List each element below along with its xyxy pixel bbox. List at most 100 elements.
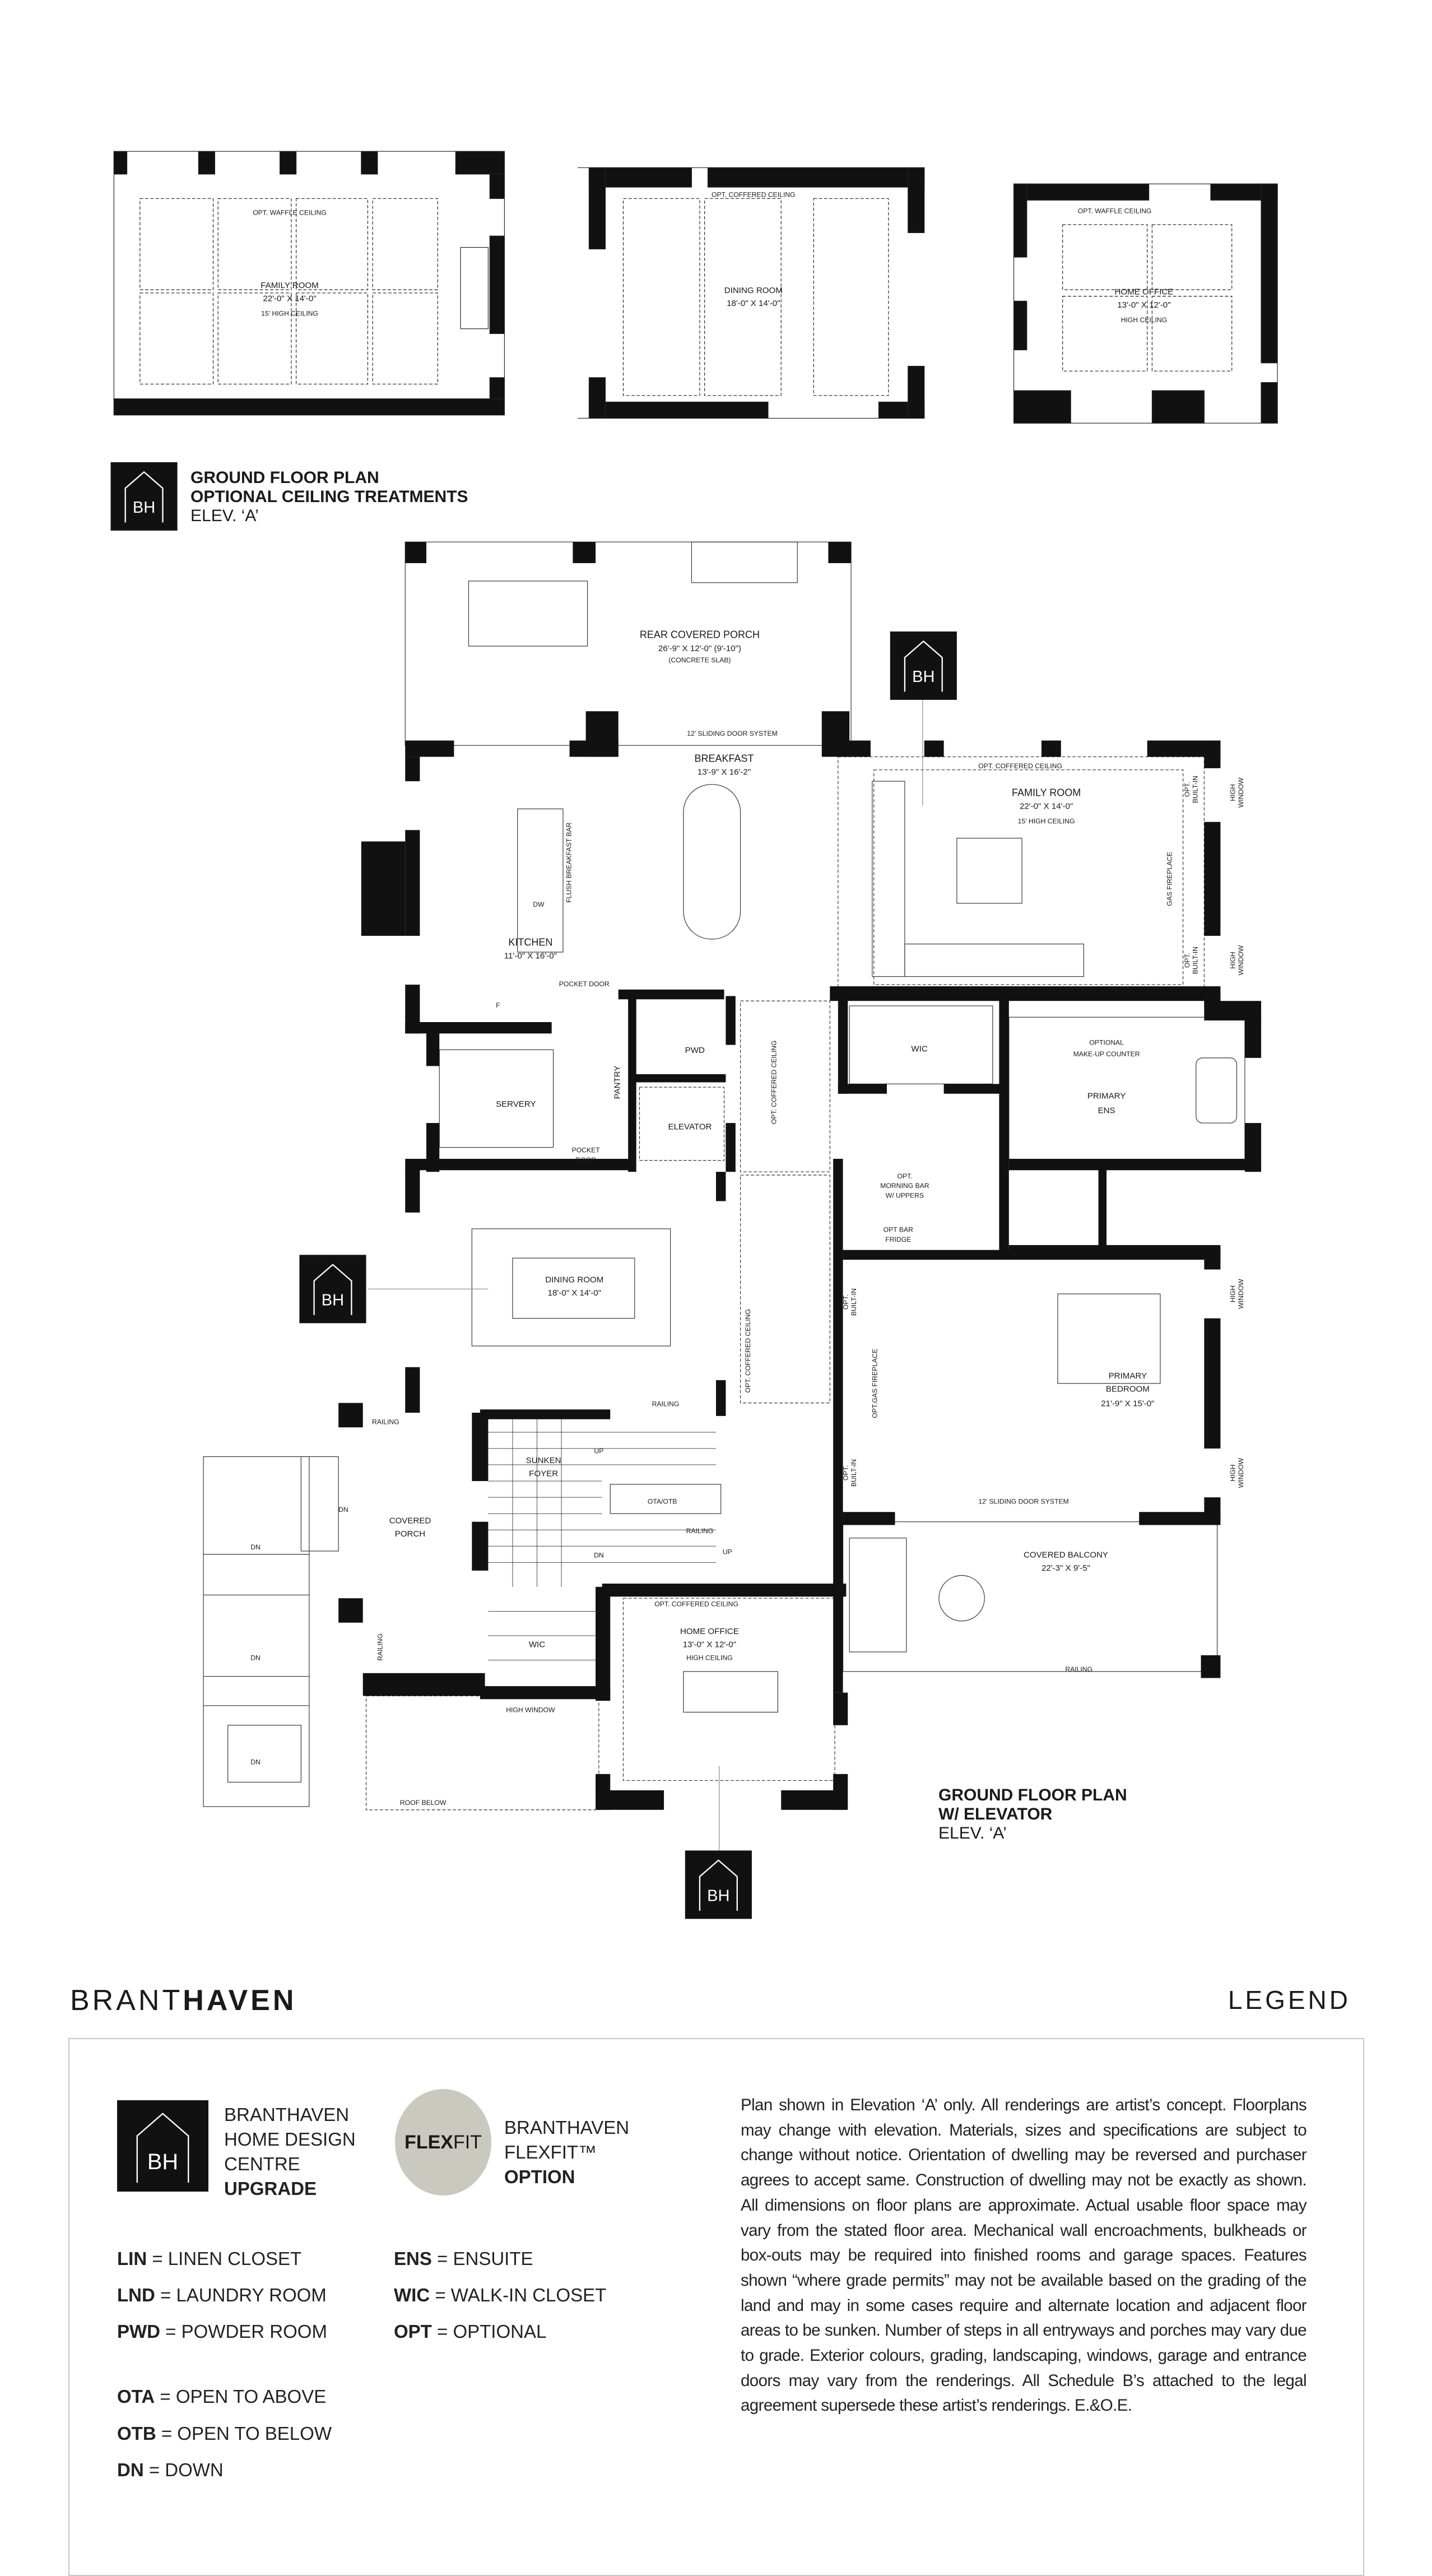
room-home-office-ceiling: HIGH CEILING xyxy=(686,1654,733,1662)
room-primary-bed-2: BEDROOM xyxy=(1106,1384,1150,1394)
legend-upgrade-text: BRANTHAVEN HOME DESIGN CENTRE UPGRADE xyxy=(224,2104,356,2199)
svg-text:RAILING: RAILING xyxy=(372,1418,399,1426)
ceiling-plan-family-room xyxy=(113,151,505,416)
note-roof-below: ROOF BELOW xyxy=(400,1799,447,1807)
abbr-otb: OTB = OPEN TO BELOW xyxy=(117,2423,332,2444)
svg-text:BUILT-IN: BUILT-IN xyxy=(850,1288,858,1316)
svg-text:OPT.: OPT. xyxy=(1183,782,1191,797)
svg-text:RAILING: RAILING xyxy=(652,1400,680,1408)
ceiling-title-line1: GROUND FLOOR PLAN xyxy=(190,468,379,487)
room-breakfast-dims: 13'-9" X 16'-2" xyxy=(698,768,751,777)
ceiling-dining-note: OPT. COFFERED CEILING xyxy=(712,191,796,198)
svg-text:FRIDGE: FRIDGE xyxy=(885,1236,911,1243)
ceiling-office-height: HIGH CEILING xyxy=(1121,316,1168,324)
abbr-lnd: LND = LAUNDRY ROOM xyxy=(117,2285,327,2305)
svg-text:DN: DN xyxy=(250,1654,261,1662)
svg-text:BH: BH xyxy=(707,1887,729,1905)
svg-text:HIGH WINDOW: HIGH WINDOW xyxy=(506,1706,555,1714)
ceiling-dining-name: DINING ROOM xyxy=(724,286,783,295)
note-dw: DW xyxy=(533,901,545,908)
ceiling-dining-dims: 18'-0" X 14'-0" xyxy=(727,299,780,308)
svg-text:F: F xyxy=(496,1001,500,1009)
svg-text:RAILING: RAILING xyxy=(686,1527,714,1535)
brand-bold: HAVEN xyxy=(183,1984,297,2017)
main-plan-outlines xyxy=(203,541,1245,1811)
svg-text:OPT.: OPT. xyxy=(841,1465,849,1480)
svg-text:RAILING: RAILING xyxy=(1065,1665,1092,1673)
plan-elev: ELEV. ‘A’ xyxy=(938,1824,1007,1842)
svg-text:BH: BH xyxy=(912,668,934,686)
room-wic-foyer: WIC xyxy=(529,1640,545,1649)
bh-upgrade-marker-family[interactable]: BH xyxy=(889,630,958,701)
room-pantry: PANTRY xyxy=(613,1066,622,1099)
svg-text:HIGH: HIGH xyxy=(1229,1464,1237,1481)
abbr-ens: ENS = ENSUITE xyxy=(394,2248,533,2269)
svg-text:OPT.: OPT. xyxy=(1183,953,1191,968)
ceiling-elev: ELEV. ‘A’ xyxy=(190,507,259,525)
svg-text:OPT. COFFERED CEILING: OPT. COFFERED CEILING xyxy=(654,1600,738,1608)
note-coffered-hall: OPT. COFFERED CEILING xyxy=(770,1041,778,1125)
svg-text:DOOR: DOOR xyxy=(575,1156,596,1164)
room-family-name: FAMILY ROOM xyxy=(1012,787,1081,798)
svg-text:WINDOW: WINDOW xyxy=(1237,777,1245,807)
bh-upgrade-legend-icon: BH xyxy=(117,2100,208,2192)
ceiling-plan-title: GROUND FLOOR PLAN OPTIONAL CEILING TREAT… xyxy=(190,468,468,526)
room-primary-ens-2: ENS xyxy=(1098,1106,1115,1116)
room-family-ceiling: 15' HIGH CEILING xyxy=(1018,818,1075,825)
abbr-wic: WIC = WALK-IN CLOSET xyxy=(394,2285,607,2305)
room-home-office-name: HOME OFFICE xyxy=(680,1627,739,1636)
svg-text:HIGH: HIGH xyxy=(1229,952,1237,968)
svg-text:BUILT-IN: BUILT-IN xyxy=(1192,946,1199,974)
svg-text:W/ UPPERS: W/ UPPERS xyxy=(886,1192,924,1200)
room-rear-porch-name: REAR COVERED PORCH xyxy=(640,629,760,640)
svg-text:BH: BH xyxy=(133,499,155,517)
bh-upgrade-icon: BH xyxy=(110,461,178,532)
room-covered-porch-2: PORCH xyxy=(395,1529,426,1539)
room-dining-dims: 18'-0" X 14'-0" xyxy=(548,1288,601,1298)
note-sliding-door-top: 12' SLIDING DOOR SYSTEM xyxy=(687,730,777,737)
room-home-office-dims: 13'-0" X 12'-0" xyxy=(683,1640,736,1649)
note-morning-bar: MORNING BAR xyxy=(880,1182,929,1190)
ceiling-office-dims: 13'-0" X 12'-0" xyxy=(1117,300,1170,310)
svg-text:WINDOW: WINDOW xyxy=(1237,1279,1245,1309)
svg-text:12' SLIDING DOOR SYSTEM: 12' SLIDING DOOR SYSTEM xyxy=(978,1498,1068,1506)
svg-text:DN: DN xyxy=(594,1552,604,1559)
svg-text:POCKET: POCKET xyxy=(572,1146,601,1154)
svg-text:OPT BAR: OPT BAR xyxy=(884,1226,913,1234)
plan-title-line1: GROUND FLOOR PLAN xyxy=(938,1786,1127,1804)
svg-text:DN: DN xyxy=(250,1758,261,1766)
svg-text:BUILT-IN: BUILT-IN xyxy=(850,1459,858,1487)
svg-text:OPT.: OPT. xyxy=(897,1172,912,1180)
room-elevator: ELEVATOR xyxy=(668,1122,712,1132)
room-primary-bed-1: PRIMARY xyxy=(1109,1371,1147,1381)
legal-disclaimer: Plan shown in Elevation ‘A’ only. All re… xyxy=(741,2096,1307,2415)
svg-text:DN: DN xyxy=(338,1506,348,1514)
room-primary-ens-1: PRIMARY xyxy=(1087,1091,1126,1101)
brand-logo: BRANTHAVEN xyxy=(70,1984,296,2017)
room-covered-porch-1: COVERED xyxy=(389,1516,431,1526)
room-pwd: PWD xyxy=(685,1046,705,1055)
brand-light: BRANT xyxy=(70,1984,183,2017)
ceiling-family-height: 15' HIGH CEILING xyxy=(261,309,318,317)
ceiling-office-note: OPT. WAFFLE CEILING xyxy=(1078,207,1152,215)
svg-text:BH: BH xyxy=(322,1291,344,1309)
room-kitchen-name: KITCHEN xyxy=(508,936,552,948)
ceiling-family-name: FAMILY ROOM xyxy=(261,281,318,290)
svg-text:WINDOW: WINDOW xyxy=(1237,945,1245,975)
room-covered-balcony-dims: 22'-3" X 9'-5" xyxy=(1042,1563,1090,1573)
svg-text:HIGH: HIGH xyxy=(1229,784,1237,801)
main-plan-walls xyxy=(338,542,1262,1810)
main-plan-title: GROUND FLOOR PLAN W/ ELEVATOR ELEV. ‘A’ xyxy=(938,1786,1127,1843)
bh-upgrade-marker-dining[interactable]: BH xyxy=(299,1254,367,1324)
room-breakfast-name: BREAKFAST xyxy=(695,753,754,764)
room-sunken-foyer-1: SUNKEN xyxy=(526,1456,561,1465)
abbr-dn: DN = DOWN xyxy=(117,2459,224,2480)
abbr-lin: LIN = LINEN CLOSET xyxy=(117,2248,302,2269)
legend-title: LEGEND xyxy=(1228,1985,1351,2015)
svg-text:DN: DN xyxy=(250,1543,261,1551)
room-sunken-foyer-2: FOYER xyxy=(529,1469,558,1478)
abbr-ota: OTA = OPEN TO ABOVE xyxy=(117,2386,327,2407)
note-makeup-counter: MAKE-UP COUNTER xyxy=(1073,1050,1140,1058)
bh-upgrade-marker-office[interactable]: BH xyxy=(684,1850,753,1920)
